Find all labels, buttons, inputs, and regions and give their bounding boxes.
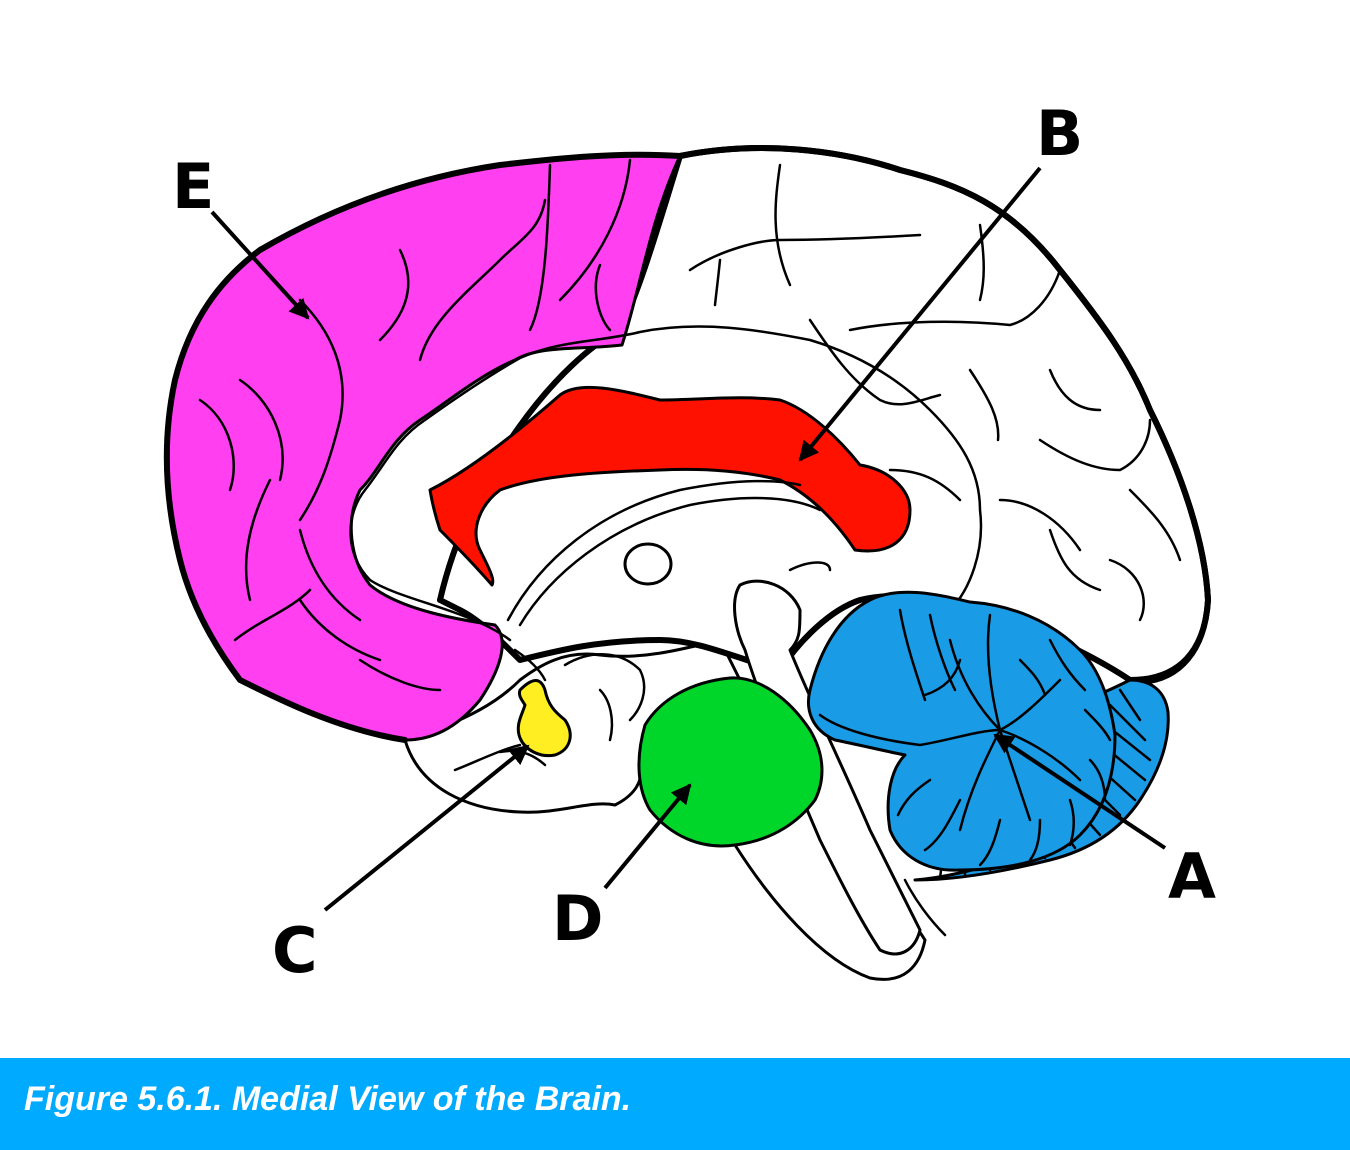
- arbor-vitae: [818, 608, 1112, 867]
- arrow-D: [603, 783, 692, 890]
- label-A: A: [1168, 840, 1216, 913]
- arrow-B: [798, 166, 1042, 462]
- brain-medial-diagram: E B A D C: [163, 97, 1216, 987]
- label-B: B: [1036, 97, 1083, 170]
- caption-bar: Figure 5.6.1. Medial View of the Brain.: [0, 1058, 1350, 1150]
- label-D: D: [552, 882, 603, 955]
- fornix-lines: [506, 479, 832, 627]
- label-C: C: [272, 914, 318, 987]
- pituitary-region-C: [516, 679, 572, 758]
- pituitary-stalk: [513, 648, 547, 682]
- cingulate-gyrus: [349, 325, 983, 642]
- medulla-edge: [903, 878, 947, 937]
- frontal-sulci: [198, 158, 632, 692]
- corpus-callosum-region-B: [428, 385, 912, 587]
- parietal-occipital-sulci: [688, 163, 1182, 622]
- arrow-E: [210, 210, 310, 320]
- arrow-A: [993, 733, 1167, 850]
- cerebellum-region-A: [806, 590, 1117, 872]
- figure-caption: Figure 5.6.1. Medial View of the Brain.: [24, 1080, 632, 1118]
- cerebrum-outline: [163, 145, 1211, 743]
- arrow-C: [323, 744, 530, 912]
- label-E: E: [172, 150, 214, 223]
- thalamus: [623, 542, 673, 586]
